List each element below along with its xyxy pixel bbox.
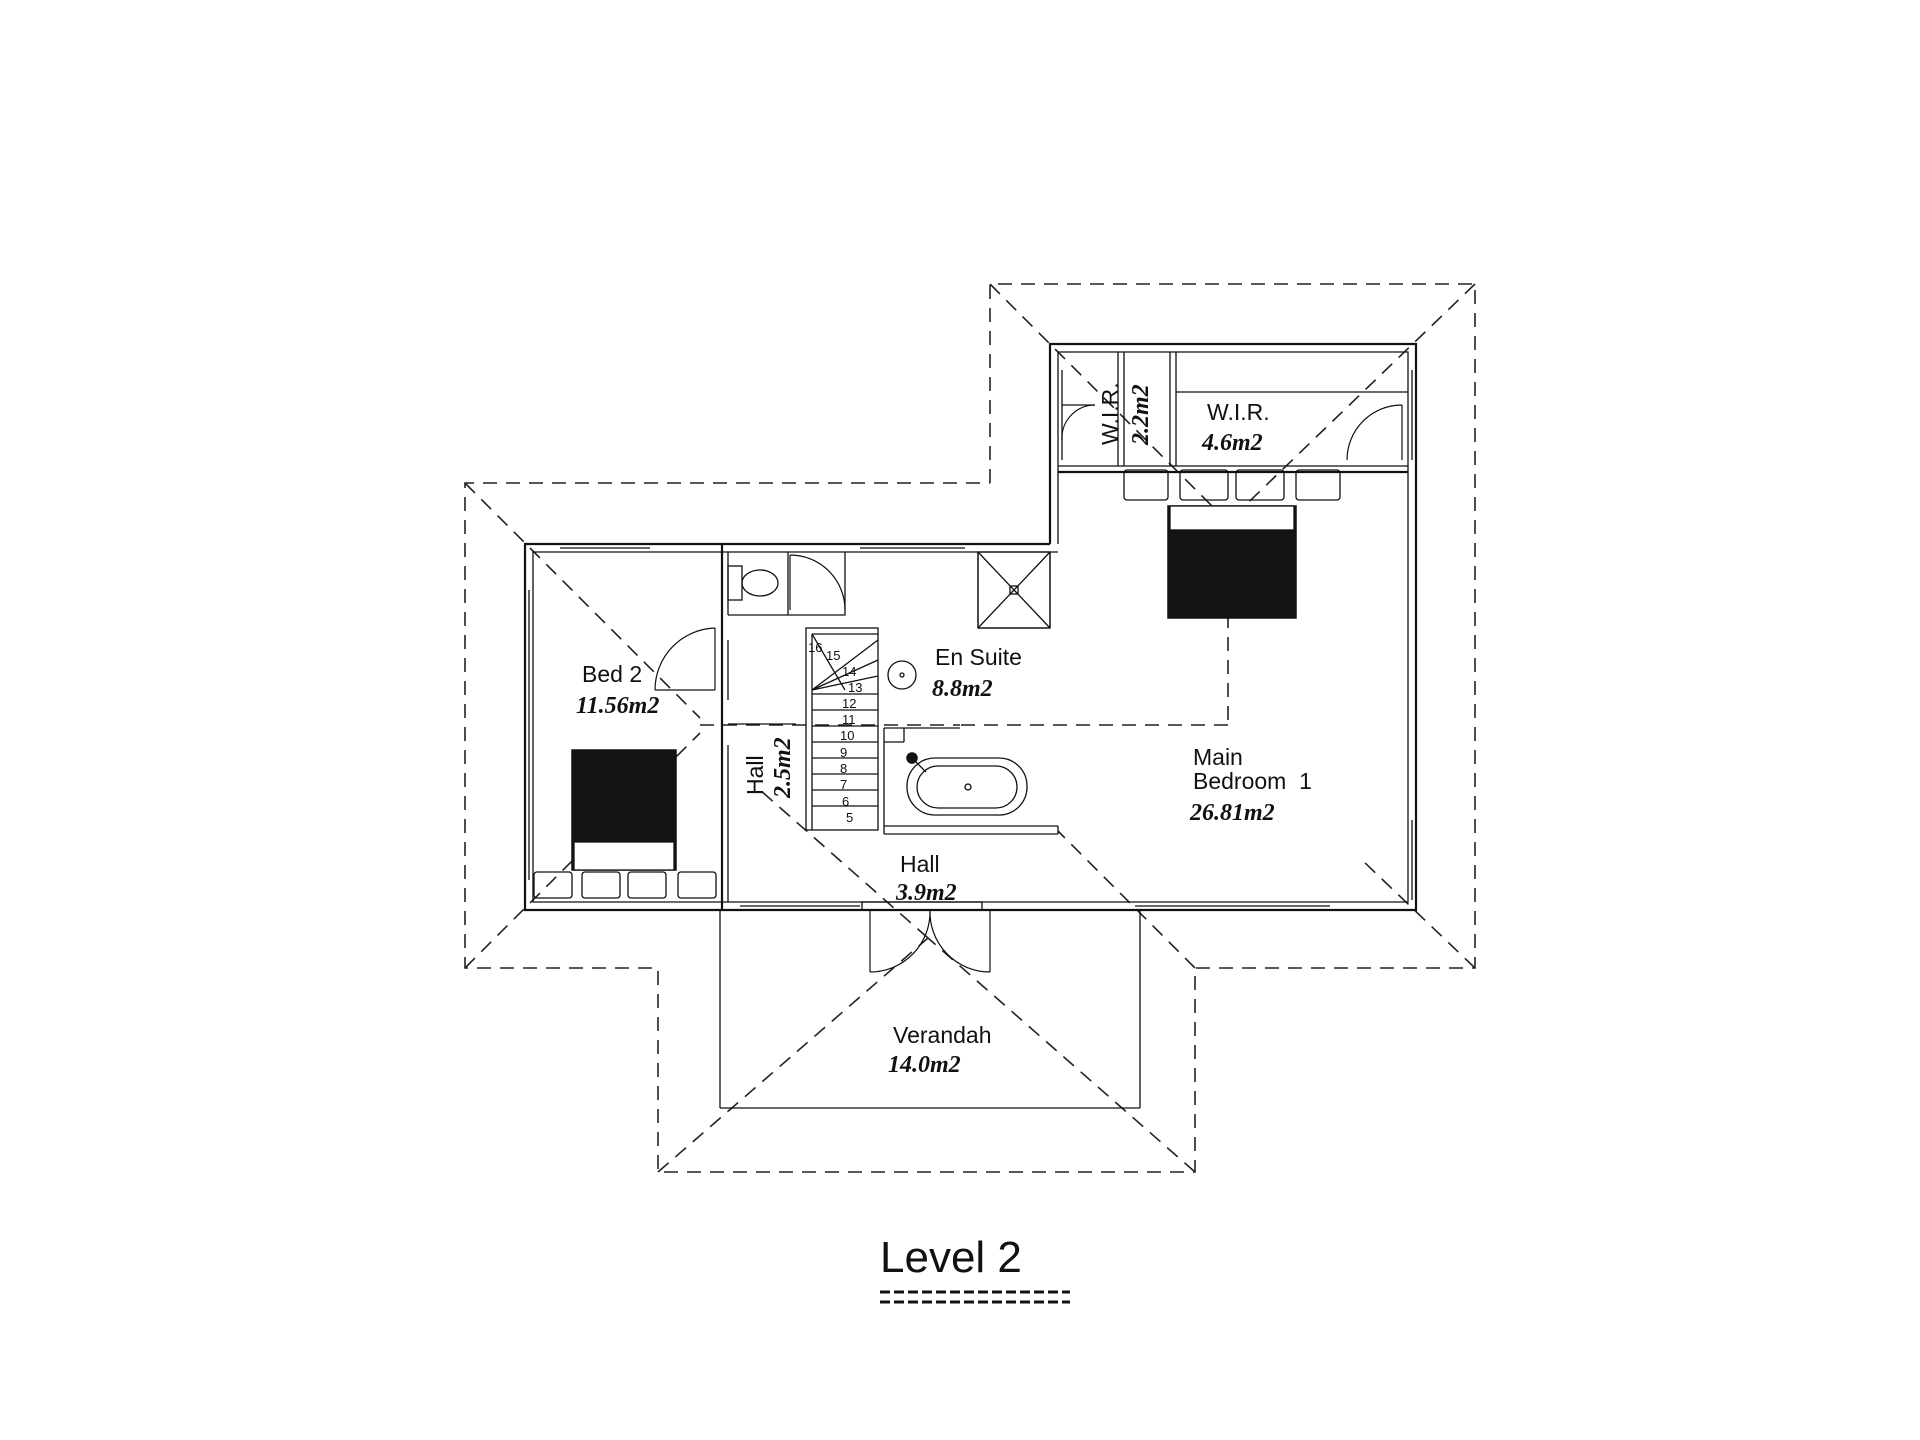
drawing-title: Level 2 — [880, 1233, 1022, 1282]
wir-small-area: 2.2m2 — [1128, 384, 1154, 446]
stair-step-5: 5 — [846, 810, 853, 825]
verandah-label: Verandah — [893, 1022, 991, 1048]
stair-step-7: 7 — [840, 777, 847, 792]
shower — [977, 551, 1051, 629]
stair-hall-area: 2.5m2 — [770, 737, 796, 799]
wir-large-label: W.I.R. — [1207, 399, 1270, 425]
windows — [528, 370, 1413, 907]
main-bedroom-label-line-1: Main — [1193, 744, 1243, 770]
wir-small-label: W.I.R. — [1097, 382, 1123, 445]
room-labels: Bed 2 11.56m2 Hall 2.5m2 En Suite 8.8m2 … — [576, 382, 1312, 1078]
stair-step-6: 6 — [842, 794, 849, 809]
en-suite-label: En Suite — [935, 644, 1022, 670]
verandah-outline — [719, 910, 1141, 1109]
bath — [906, 752, 1028, 816]
stair-step-14: 14 — [842, 664, 856, 679]
main-bedroom-area: 26.81m2 — [1189, 800, 1275, 826]
stair-step-11: 11 — [842, 712, 856, 727]
stair-hall-label: Hall — [742, 755, 768, 795]
main-bed-furniture — [1123, 469, 1341, 619]
hall-area: 3.9m2 — [895, 880, 957, 906]
bed-2-furniture — [533, 749, 717, 899]
doors — [654, 404, 1403, 973]
stair-step-9: 9 — [840, 745, 847, 760]
stair-step-16: 16 — [808, 640, 822, 655]
verandah-area: 14.0m2 — [888, 1052, 961, 1078]
stair-step-15: 15 — [826, 648, 840, 663]
hall-label: Hall — [900, 851, 940, 877]
stair-step-13: 13 — [848, 680, 862, 695]
external-walls — [523, 342, 1418, 912]
bed-2-area: 11.56m2 — [576, 693, 659, 719]
interior-walls — [720, 352, 1408, 910]
bed-2-label: Bed 2 — [582, 661, 642, 687]
staircase: 16 15 14 13 12 11 10 9 8 7 6 5 — [805, 627, 879, 831]
stair-step-10: 10 — [840, 728, 854, 743]
basin — [887, 660, 917, 690]
en-suite-area: 8.8m2 — [932, 676, 993, 702]
stair-step-12: 12 — [842, 696, 856, 711]
stair-step-8: 8 — [840, 761, 847, 776]
wir-large-area: 4.6m2 — [1201, 430, 1263, 456]
main-bedroom-label-line-2: Bedroom 1 — [1193, 768, 1312, 794]
toilet — [727, 565, 779, 601]
drawing-title-block: Level 2 — [880, 1233, 1070, 1304]
